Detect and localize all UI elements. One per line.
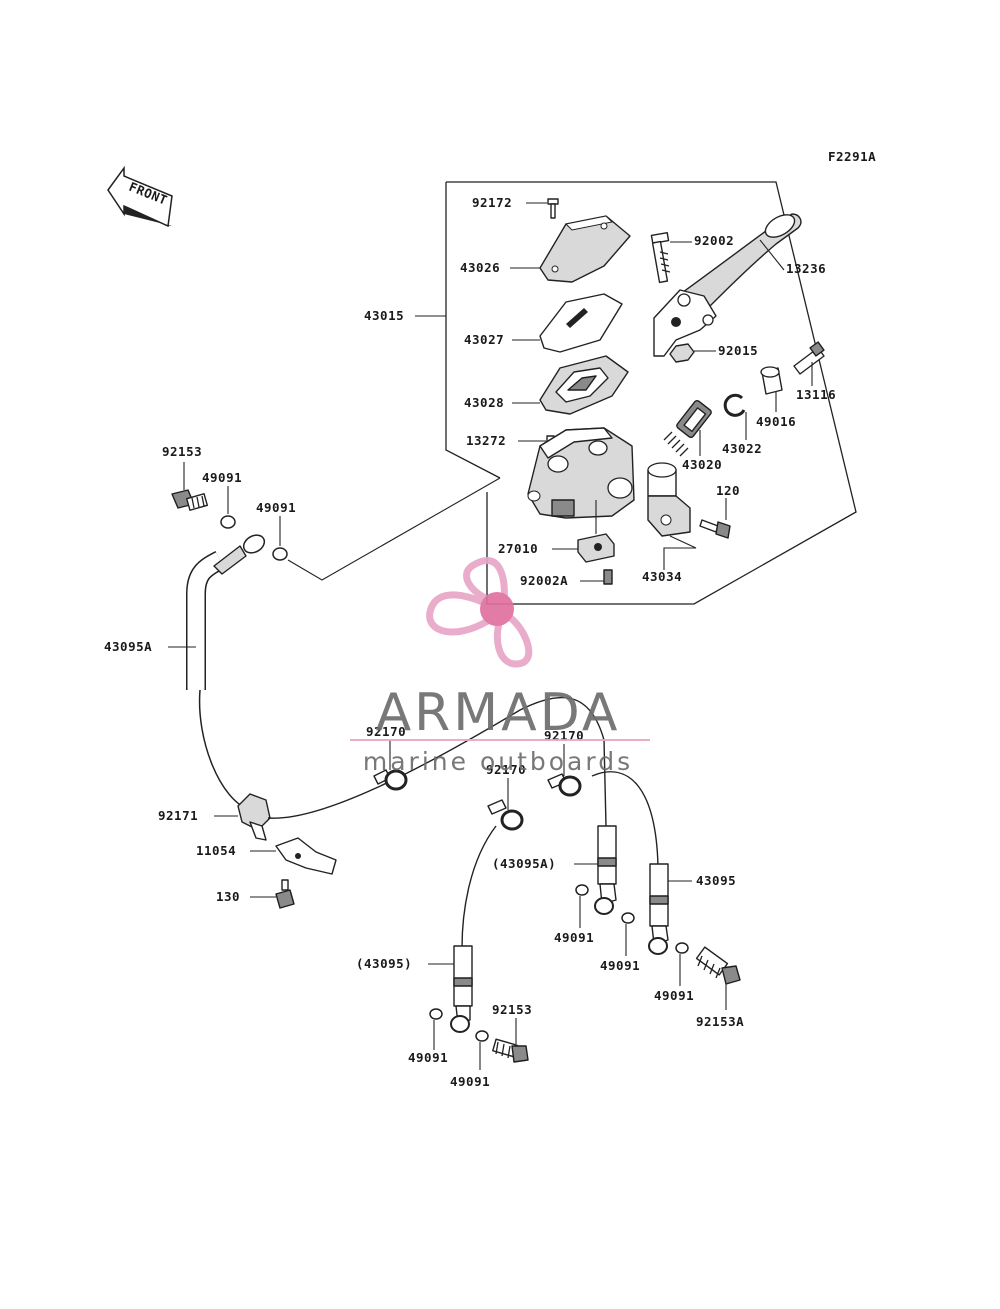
pushrod-13116 (793, 341, 825, 375)
clamp-92170-c (487, 799, 524, 831)
plate-43027 (539, 293, 623, 353)
label-92015: 92015 (718, 343, 758, 358)
propeller-logo-icon (426, 557, 533, 668)
clamp-92170-b (547, 773, 582, 797)
brake-hose-43095A-lower (594, 825, 617, 915)
label-13236: 13236 (786, 261, 826, 276)
watermark-tagline: marine outboards (363, 747, 633, 776)
screw-92172 (547, 198, 559, 219)
label-120: 120 (716, 483, 740, 498)
washer-49091-c (575, 884, 589, 896)
label-43095: 43095 (696, 873, 736, 888)
front-arrow-icon: FRONT (107, 165, 173, 228)
bolt-92002 (650, 231, 671, 284)
circlip-43022 (723, 393, 746, 417)
assembly-frame-left (445, 182, 501, 479)
washer-49091-e (675, 942, 689, 954)
boot-49016 (760, 366, 783, 395)
master-cylinder-body (527, 427, 635, 519)
label-43027: 43027 (464, 332, 504, 347)
label-49091-b: 49091 (256, 500, 296, 515)
washer-49091-a (220, 515, 236, 529)
clamp-92170-a (373, 769, 408, 791)
label-130: 130 (216, 889, 240, 904)
label-49091-a: 49091 (202, 470, 242, 485)
label-92153-top: 92153 (162, 444, 202, 459)
nut-92015 (669, 343, 695, 363)
reservoir-cover-43026 (539, 215, 631, 283)
brake-hose-43095 (648, 863, 669, 955)
label-13272: 13272 (466, 433, 506, 448)
bracket-11054 (275, 837, 337, 875)
watermark-brand: ARMADA (376, 683, 621, 743)
label-43022: 43022 (722, 441, 762, 456)
banjo-bolt-92153-top (171, 489, 209, 511)
bolt-120 (699, 519, 731, 539)
label-43020: 43020 (682, 457, 722, 472)
diaphragm-43028 (539, 355, 629, 415)
label-92153A: 92153A (696, 1014, 744, 1029)
label-92171: 92171 (158, 808, 198, 823)
label-92002A: 92002A (520, 573, 568, 588)
switch-27010 (577, 533, 615, 563)
washer-49091-g (475, 1030, 489, 1042)
brake-hose-43095A (186, 534, 266, 811)
label-27010: 27010 (498, 541, 538, 556)
banjo-bolt-92153-bottom (492, 1038, 529, 1063)
label-92172: 92172 (472, 195, 512, 210)
washer-49091-f (429, 1008, 443, 1020)
banjo-bolt-92153A (695, 946, 741, 985)
diagram-code: F2291A (828, 149, 876, 164)
label-49091-d: 49091 (600, 958, 640, 973)
clamp-43034 (647, 462, 691, 537)
label-43034: 43034 (642, 569, 682, 584)
piston-43020 (663, 399, 712, 457)
lever-13236 (653, 213, 802, 357)
brake-hose-43095-left (450, 945, 473, 1033)
washer-49091-d (621, 912, 635, 924)
assembly-frame (446, 181, 857, 605)
label-43015: 43015 (364, 308, 404, 323)
label-49091-g: 49091 (450, 1074, 490, 1089)
label-43095A-paren: (43095A) (492, 856, 556, 871)
bolt-130 (275, 879, 295, 909)
label-49091-f: 49091 (408, 1050, 448, 1065)
washer-49091-b (272, 547, 288, 561)
label-43028: 43028 (464, 395, 504, 410)
clamp-92171 (237, 793, 271, 841)
label-49016: 49016 (756, 414, 796, 429)
label-43095A: 43095A (104, 639, 152, 654)
label-49091-c: 49091 (554, 930, 594, 945)
label-11054: 11054 (196, 843, 236, 858)
label-13116: 13116 (796, 387, 836, 402)
armada-watermark: ARMADA marine outboards (350, 557, 650, 776)
label-92170-a: 92170 (366, 724, 406, 739)
screw-92002A (603, 569, 613, 585)
label-92002: 92002 (694, 233, 734, 248)
label-92170-c: 92170 (486, 762, 526, 777)
label-43026: 43026 (460, 260, 500, 275)
label-49091-e: 49091 (654, 988, 694, 1003)
label-43095-paren: (43095) (356, 956, 412, 971)
label-92153-bottom: 92153 (492, 1002, 532, 1017)
